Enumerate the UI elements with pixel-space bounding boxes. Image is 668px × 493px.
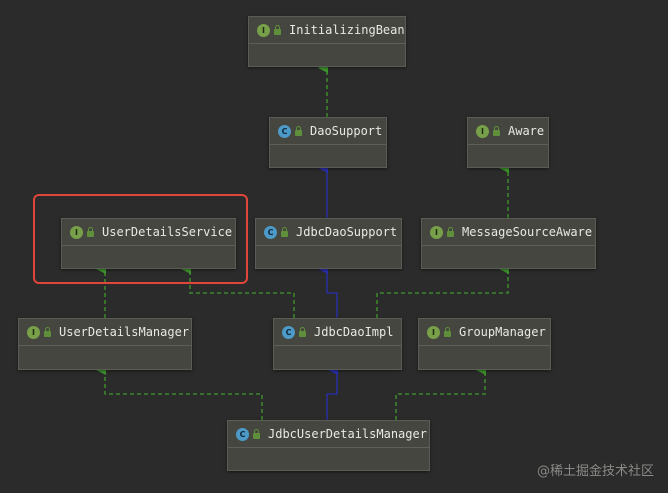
lock-icon: [253, 429, 260, 439]
edge-jdbcdaoimpl-userdetailsservice: [181, 264, 295, 318]
node-label: GroupManager: [459, 325, 546, 339]
node-label: UserDetailsService: [102, 225, 233, 239]
lock-icon: [274, 25, 281, 35]
lock-icon: [281, 227, 288, 237]
watermark: @稀土掘金技术社区: [536, 464, 654, 479]
lock-icon: [493, 126, 500, 136]
interface-icon: I: [427, 325, 440, 339]
node-message-source-aware[interactable]: I MessageSourceAware: [421, 218, 596, 269]
edge-jdbcuserdetailsmanager-jdbcdaoimpl: [326, 365, 338, 420]
interface-icon: I: [70, 225, 83, 239]
node-aware[interactable]: I Aware: [467, 117, 549, 168]
node-group-manager[interactable]: I GroupManager: [418, 318, 551, 370]
node-user-details-manager[interactable]: I UserDetailsManager: [18, 318, 192, 370]
edge-jdbcdaoimpl-messagesourceaware: [376, 264, 509, 318]
interface-icon: I: [257, 23, 270, 37]
lock-icon: [299, 327, 306, 337]
node-label: DaoSupport: [310, 124, 383, 138]
interface-icon: I: [430, 225, 443, 239]
edge-jdbcdaoimpl-jdbcdaosupport: [318, 264, 338, 318]
node-label: JdbcDaoSupport: [296, 225, 398, 239]
node-label: MessageSourceAware: [462, 225, 593, 239]
node-initializing-bean[interactable]: I InitializingBean: [248, 16, 406, 67]
node-dao-support[interactable]: C DaoSupport: [269, 117, 387, 168]
node-label: Aware: [508, 124, 545, 138]
class-icon: C: [236, 427, 249, 441]
node-user-details-service[interactable]: I UserDetailsService: [61, 218, 236, 269]
lock-icon: [87, 227, 94, 237]
node-label: UserDetailsManager: [59, 325, 190, 339]
lock-icon: [447, 227, 454, 237]
node-jdbc-dao-support[interactable]: C JdbcDaoSupport: [255, 218, 402, 269]
node-label: JdbcDaoImpl: [314, 325, 394, 339]
edge-jdbcuserdetailsmanager-userdetailsmanager: [96, 365, 263, 420]
node-jdbc-dao-impl[interactable]: C JdbcDaoImpl: [273, 318, 402, 370]
node-label: InitializingBean: [289, 23, 405, 37]
lock-icon: [444, 327, 451, 337]
interface-icon: I: [27, 325, 40, 339]
highlight-box: [33, 194, 248, 284]
abstract-class-icon: C: [278, 124, 291, 138]
edge-jdbcuserdetailsmanager-groupmanager: [395, 365, 486, 420]
interface-icon: I: [476, 124, 489, 138]
class-icon: C: [282, 325, 295, 339]
lock-icon: [44, 327, 51, 337]
node-label: JdbcUserDetailsManager: [268, 427, 427, 441]
lock-icon: [295, 126, 302, 136]
abstract-class-icon: C: [264, 225, 277, 239]
node-jdbc-user-details-manager[interactable]: C JdbcUserDetailsManager: [227, 420, 430, 471]
